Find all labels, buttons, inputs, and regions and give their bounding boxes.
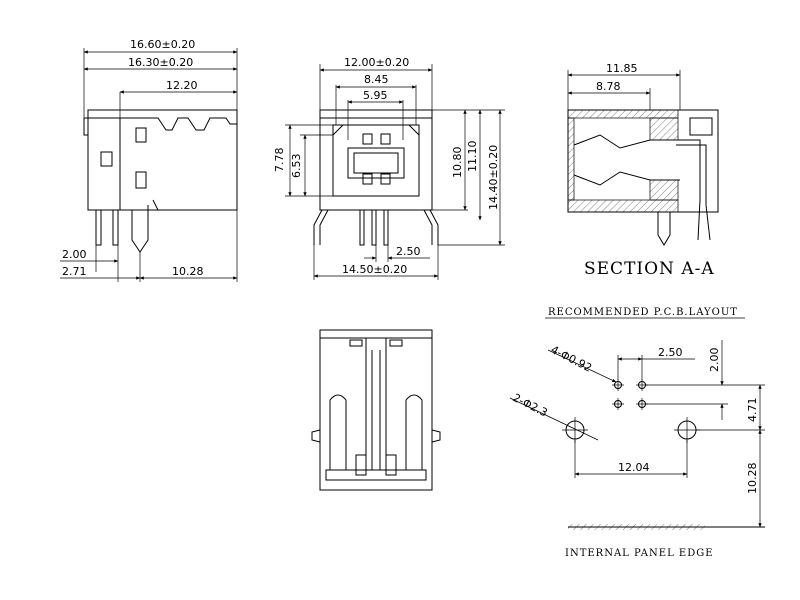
front-view: 12.00±0.20 8.45 5.95 7.78 6.53 10.80 11.… [273, 56, 505, 280]
dim-width-top: 12.00±0.20 [344, 56, 409, 69]
dim-height-opening-outer: 7.78 [273, 148, 286, 173]
dim-height-body: 10.80 [451, 147, 464, 179]
dim-opening-inner: 5.95 [363, 89, 388, 102]
dim-post-spacing: 12.04 [618, 461, 650, 474]
dim-opening-outer: 8.45 [364, 73, 389, 86]
pcb-layout: RECOMMENDED P.C.B.LAYOUT 4-Φ0.92 2-Φ2.3 [509, 307, 765, 559]
dim-overall-length: 16.60±0.20 [130, 38, 195, 51]
panel-edge-label: INTERNAL PANEL EDGE [565, 548, 714, 559]
post-holes-label: 2-Φ2.3 [511, 391, 550, 419]
dim-post-to-edge: 10.28 [746, 463, 759, 495]
dim-height-opening-inner: 6.53 [290, 154, 303, 179]
side-view: 16.60±0.20 16.30±0.20 12.20 2.00 2.71 10… [60, 38, 238, 282]
dim-pitch-y: 2.00 [708, 348, 721, 373]
dim-pin-offset: 2.71 [62, 265, 87, 278]
dim-pin-spacing: 2.00 [62, 248, 87, 261]
section-view: 11.85 8.78 SECTION A-A [567, 62, 719, 279]
dim-top-length: 12.20 [166, 79, 198, 92]
dim-section-inner: 8.78 [596, 80, 621, 93]
section-title: SECTION A-A [584, 259, 715, 279]
bottom-view [311, 329, 441, 491]
dim-body-length: 16.30±0.20 [128, 56, 193, 69]
dim-section-outer: 11.85 [606, 62, 638, 75]
dim-post-to-edge: 10.28 [172, 265, 204, 278]
dim-height-overall: 14.40±0.20 [487, 145, 500, 210]
pin-holes-label: 4-Φ0.92 [549, 343, 594, 375]
pcb-title: RECOMMENDED P.C.B.LAYOUT [548, 307, 738, 318]
dim-row-to-post: 4.71 [746, 398, 759, 423]
dim-pitch-x: 2.50 [658, 346, 683, 359]
dim-height-total: 11.10 [466, 141, 479, 173]
dim-pin-pitch: 2.50 [396, 245, 421, 258]
dim-width-bottom: 14.50±0.20 [342, 263, 407, 276]
